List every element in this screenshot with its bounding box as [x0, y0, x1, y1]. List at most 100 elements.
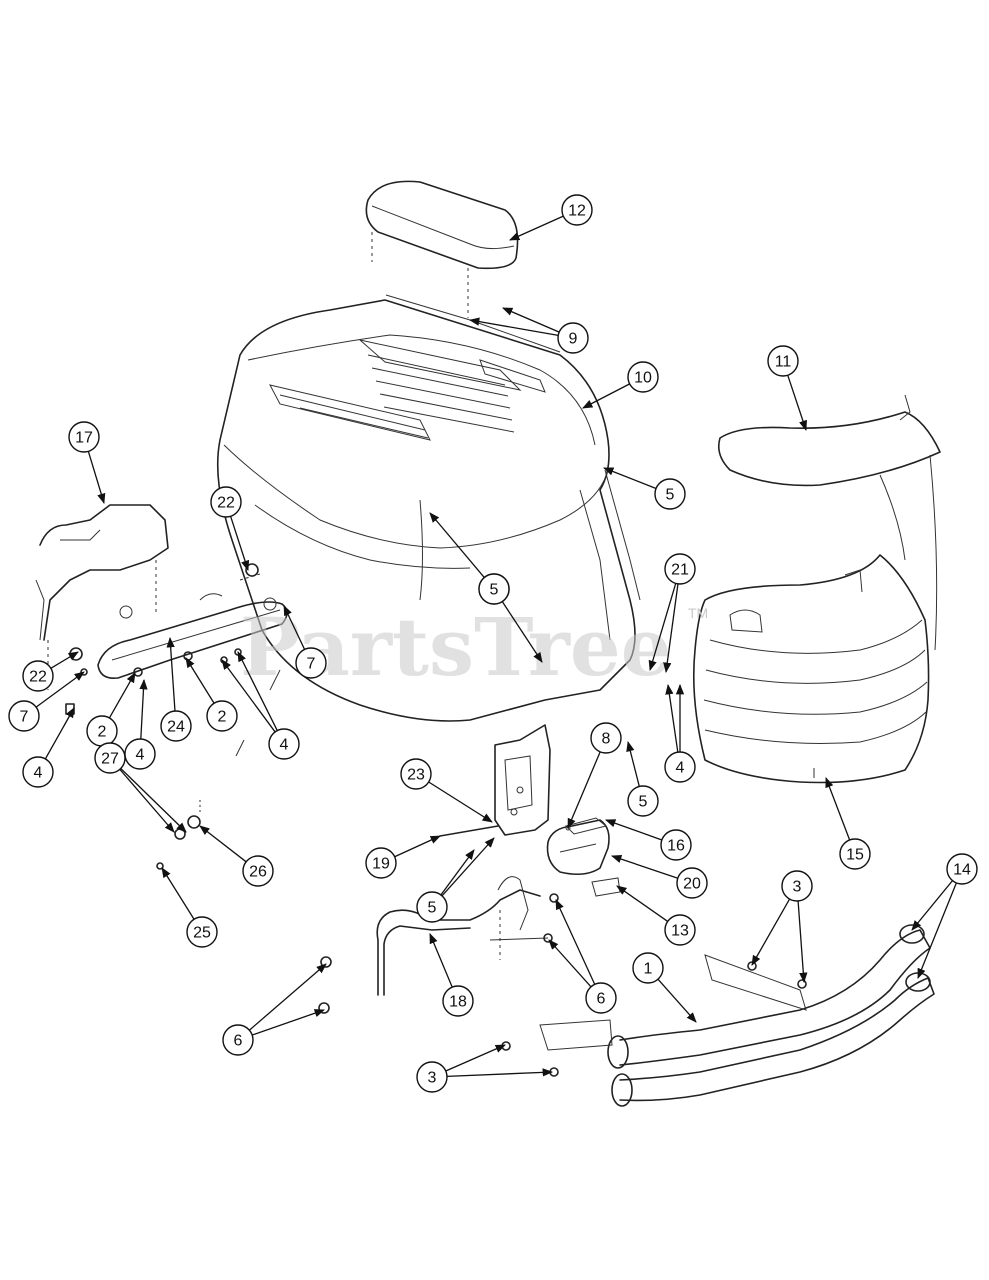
callout-circle — [664, 553, 696, 585]
callout-circle — [664, 751, 696, 783]
callout-8: 8 — [567, 722, 622, 829]
callout-circle — [400, 758, 432, 790]
callout-1: 1 — [632, 952, 697, 1023]
callout-leader — [50, 651, 79, 669]
callout-layer: 1291011555172221227722424444823527161526… — [8, 194, 978, 1093]
callout-leader — [87, 451, 106, 504]
callout-leader — [185, 657, 215, 704]
part-24-hinge-bar — [97, 573, 288, 757]
callout-4: 4 — [664, 683, 696, 783]
callout-number: 6 — [597, 991, 606, 1008]
callout-number: 17 — [75, 430, 93, 447]
callout-circle — [206, 700, 238, 732]
callout-leader — [797, 900, 808, 984]
callout-number: 8 — [602, 731, 611, 748]
callout-leader — [509, 215, 564, 241]
callout-leader — [825, 777, 851, 841]
callout-21: 21 — [648, 553, 696, 674]
callout-leader — [446, 1068, 554, 1078]
watermark-text: PartsTree — [240, 600, 672, 694]
callout-leader — [445, 1044, 506, 1072]
callout-leader — [911, 880, 953, 931]
callout-number: 6 — [234, 1033, 243, 1050]
callout-11: 11 — [767, 345, 807, 431]
callout-number: 14 — [953, 862, 971, 879]
callout-number: 10 — [634, 370, 652, 387]
callout-circle — [8, 700, 40, 732]
callout-leader — [917, 882, 957, 979]
callout-leader — [429, 512, 485, 578]
callout-circle — [654, 478, 686, 510]
callout-23: 23 — [400, 758, 493, 823]
callout-14: 14 — [911, 853, 978, 979]
callout-number: 22 — [217, 495, 235, 512]
callout-6: 6 — [222, 963, 327, 1056]
callout-leader — [166, 636, 176, 712]
callout-circle — [416, 891, 448, 923]
callout-leader — [441, 837, 495, 897]
callout-number: 7 — [20, 709, 29, 726]
callout-number: 23 — [407, 767, 425, 784]
callout-leader — [283, 605, 306, 650]
callout-4: 4 — [221, 651, 300, 760]
callout-leader — [616, 885, 669, 922]
callout-number: 2 — [98, 724, 107, 741]
callout-27: 27 — [94, 742, 187, 833]
callout-4: 4 — [22, 707, 75, 788]
callout-number: 12 — [568, 203, 586, 220]
callout-20: 20 — [611, 855, 708, 899]
callout-leader — [428, 781, 493, 823]
callout-leader — [751, 898, 791, 966]
callout-circle — [767, 345, 799, 377]
callout-circle — [839, 838, 871, 870]
callout-leader — [161, 867, 195, 920]
callout-leader — [567, 751, 601, 829]
callout-leader — [555, 899, 596, 985]
callout-number: 19 — [372, 856, 390, 873]
callout-leader — [648, 583, 677, 671]
callout-circle — [416, 1061, 448, 1093]
callout-number: 13 — [671, 923, 689, 940]
callout-24: 24 — [160, 636, 192, 742]
callout-5: 5 — [416, 837, 495, 923]
callout-number: 21 — [671, 562, 689, 579]
callout-26: 26 — [199, 825, 274, 887]
callout-circle — [22, 756, 54, 788]
callout-2: 2 — [185, 657, 238, 732]
callout-4: 4 — [124, 678, 156, 770]
callout-2: 2 — [86, 672, 136, 747]
part-15-grille — [692, 554, 930, 784]
callout-leader — [626, 740, 640, 787]
callout-5: 5 — [626, 740, 659, 817]
callout-leader — [582, 383, 630, 409]
callout-circle — [781, 870, 813, 902]
callout-leader — [35, 671, 85, 708]
callout-22: 22 — [22, 651, 79, 692]
callout-leader — [665, 683, 679, 753]
callout-circle — [478, 573, 510, 605]
callout-leader — [429, 933, 453, 988]
callout-circle — [442, 985, 474, 1017]
callout-leader — [237, 651, 278, 731]
part-11-dash-panel — [717, 394, 941, 651]
callout-circle — [627, 361, 659, 393]
callout-number: 11 — [775, 354, 792, 371]
callout-circle — [295, 647, 327, 679]
callout-leader — [468, 317, 559, 337]
callout-number: 3 — [793, 879, 802, 896]
callout-number: 18 — [449, 994, 467, 1011]
callout-circle — [946, 853, 978, 885]
callout-circle — [561, 194, 593, 226]
callout-6: 6 — [548, 899, 617, 1014]
callout-5: 5 — [603, 467, 686, 510]
callout-circle — [94, 742, 126, 774]
callout-number: 4 — [136, 747, 145, 764]
callout-leader — [611, 855, 678, 879]
callout-leader — [787, 375, 807, 431]
callout-number: 4 — [676, 760, 685, 777]
watermark-tm: TM — [688, 605, 708, 621]
callout-leader — [139, 678, 148, 740]
callout-circle — [590, 722, 622, 754]
callout-circle — [160, 710, 192, 742]
